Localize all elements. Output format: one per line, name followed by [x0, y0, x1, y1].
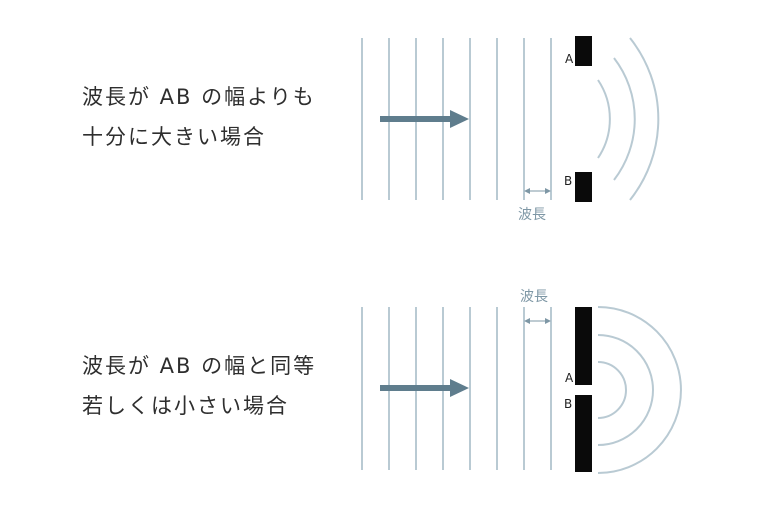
wall-b-wide [575, 172, 592, 202]
caption-narrow-line1: 波長が AB の幅と同等 [82, 354, 317, 378]
wall-b-narrow [575, 395, 592, 472]
wavefronts-diffracted-wide [597, 37, 660, 201]
label-b-wide: B [564, 174, 572, 188]
caption-narrow-line2: 若しくは小さい場合 [82, 394, 289, 418]
caption-wide-line2: 十分に大きい場合 [82, 125, 266, 149]
wavelength-indicator-wide [524, 188, 551, 194]
propagation-arrow-narrow [380, 379, 469, 397]
propagation-arrow-wide [380, 110, 469, 128]
wavelength-label-wide: 波長 [518, 207, 546, 223]
caption-wide: 波長が AB の幅よりも 十分に大きい場合 [82, 77, 316, 157]
wavelength-label-narrow: 波長 [520, 289, 548, 305]
caption-narrow: 波長が AB の幅と同等 若しくは小さい場合 [82, 346, 316, 426]
wall-a-narrow [575, 307, 592, 385]
wavefronts-diffracted-narrow [597, 306, 682, 474]
label-b-narrow: B [564, 397, 572, 411]
caption-wide-line1: 波長が AB の幅よりも [82, 85, 316, 109]
wall-a-wide [575, 36, 592, 66]
label-a-narrow: A [565, 371, 574, 385]
label-a-wide: A [565, 52, 574, 66]
wavelength-indicator-narrow [524, 318, 551, 324]
